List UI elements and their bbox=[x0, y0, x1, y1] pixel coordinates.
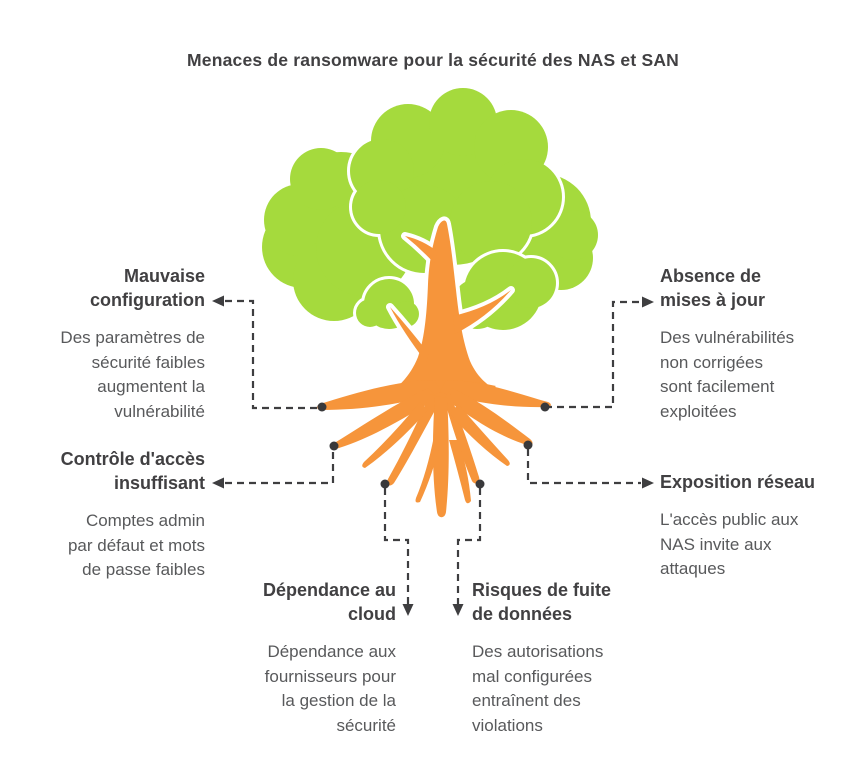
connector-controle-acces bbox=[225, 451, 335, 485]
threat-heading: Risques de fuite de données bbox=[472, 580, 612, 624]
arrow-left-icon bbox=[212, 295, 224, 307]
threat-description: Comptes admin par défaut et mots de pass… bbox=[67, 511, 205, 579]
threat-risques-fuite-donnees: Risques de fuite de données Des autorisa… bbox=[472, 578, 647, 738]
root-anchor-dots bbox=[317, 402, 550, 489]
threat-description: Des autorisations mal configurées entraî… bbox=[472, 642, 604, 735]
connector-risques-fuite bbox=[456, 488, 482, 604]
tree-roots bbox=[317, 380, 551, 518]
connector-arrowheads bbox=[212, 295, 654, 616]
connector-lines bbox=[225, 299, 641, 604]
threat-description: Des vulnérabilités non corrigées sont fa… bbox=[660, 328, 795, 421]
page-title: Menaces de ransomware pour la sécurité d… bbox=[186, 50, 680, 70]
threat-absence-mises-a-jour: Absence de mises à jour Des vulnérabilit… bbox=[660, 264, 850, 424]
arrow-right-icon bbox=[642, 296, 654, 308]
arrow-down-icon bbox=[402, 604, 414, 616]
threat-heading: Exposition réseau bbox=[660, 472, 816, 492]
threat-controle-acces: Contrôle d'accès insuffisant Comptes adm… bbox=[15, 447, 205, 583]
threat-mauvaise-configuration: Mauvaise configuration Des paramètres de… bbox=[25, 264, 205, 424]
connector-absence-mises-a-jour bbox=[545, 300, 641, 409]
arrow-right-icon bbox=[642, 477, 654, 489]
connector-mauvaise-configuration bbox=[225, 299, 317, 410]
threat-heading: Dépendance au cloud bbox=[262, 580, 396, 624]
threat-exposition-reseau: Exposition réseau L'accès public aux NAS… bbox=[660, 470, 860, 582]
arrow-left-icon bbox=[212, 477, 224, 489]
threat-description: Des paramètres de sécurité faibles augme… bbox=[60, 328, 205, 421]
threat-heading: Contrôle d'accès insuffisant bbox=[60, 449, 205, 493]
threat-heading: Mauvaise configuration bbox=[90, 266, 205, 310]
tree-trunk bbox=[386, 216, 515, 396]
threat-heading: Absence de mises à jour bbox=[660, 266, 766, 310]
threat-description: L'accès public aux NAS invite aux attaqu… bbox=[660, 510, 799, 578]
threat-description: Dépendance aux fournisseurs pour la gest… bbox=[264, 642, 396, 735]
connector-dependance-cloud bbox=[383, 488, 410, 604]
arrow-down-icon bbox=[452, 604, 464, 616]
threat-dependance-cloud: Dépendance au cloud Dépendance aux fourn… bbox=[221, 578, 396, 738]
connector-exposition-reseau bbox=[526, 449, 641, 485]
